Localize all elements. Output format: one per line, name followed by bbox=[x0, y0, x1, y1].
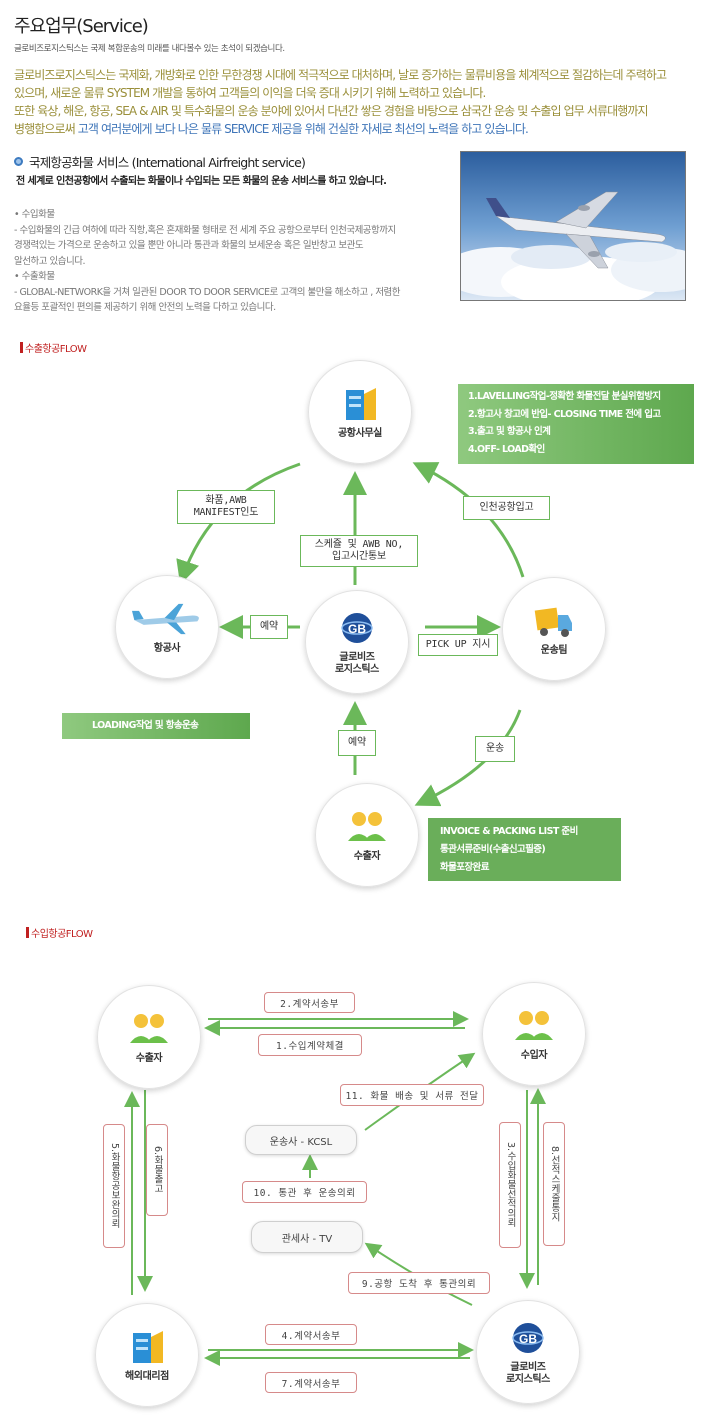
intro-line: 또한 육상, 해운, 항공, SEA & AIR 및 특수화물의 운송 분야에 … bbox=[14, 104, 649, 118]
step-3-tag: 3.수입화물선적의뢰 bbox=[499, 1122, 521, 1248]
intro-highlight: 고객 여러분에게 보다 나은 물류 SERVICE 제공을 위해 건실한 자세로… bbox=[77, 122, 529, 136]
airline-node: 항공사 bbox=[115, 575, 219, 679]
people-icon bbox=[515, 1011, 553, 1040]
customs-pill: 관세사 - TV bbox=[251, 1221, 363, 1253]
overseas-agent-node: 해외대리점 bbox=[95, 1303, 199, 1407]
page-subtitle: 글로비즈로지스틱스는 국제 복합운송의 미래를 내다볼수 있는 초석이 되겠습니… bbox=[14, 44, 285, 54]
export-flow-heading-text: 수출항공FLOW bbox=[25, 344, 87, 355]
svg-text:GB: GB bbox=[519, 1332, 537, 1346]
import-exporter-node: 수출자 bbox=[97, 985, 201, 1089]
box-line: 2.항고사 창고에 반입- CLOSING TIME 전에 입고 bbox=[468, 408, 661, 420]
tag-line: MANIFEST인도 bbox=[193, 507, 259, 518]
intro-line: 글로비즈로지스틱스는 국제화, 개방화로 인한 무한경쟁 시대에 적극적으로 대… bbox=[14, 68, 667, 82]
node-label: 항공사 bbox=[153, 643, 181, 654]
box-line: 화물포장완료 bbox=[440, 862, 489, 873]
intro-text: 글로비즈로지스틱스는 국제화, 개방화로 인한 무한경쟁 시대에 적극적으로 대… bbox=[14, 66, 690, 138]
detail-line: • 수입화물 bbox=[14, 209, 55, 220]
carrier-pill: 운송사 - KCSL bbox=[245, 1125, 357, 1155]
step-1-tag: 1.수입계약체결 bbox=[258, 1034, 362, 1056]
detail-line: 알선하고 있습니다. bbox=[14, 255, 85, 267]
building-icon bbox=[133, 1331, 163, 1363]
service-description: 전 세계로 인천공항에서 수출되는 화물이나 수입되는 모든 화물의 운송 서비… bbox=[16, 176, 387, 187]
box-line: 통관서류준비(수출신고필증) bbox=[440, 844, 546, 855]
heading-bar bbox=[20, 342, 23, 353]
node-label: 운송팀 bbox=[540, 645, 568, 656]
airport-office-node: 공항사무실 bbox=[308, 360, 412, 464]
step-7-tag: 7.계약서송부 bbox=[265, 1372, 357, 1393]
export-flow-heading: 수출항공FLOW bbox=[20, 340, 87, 355]
importer-node: 수입자 bbox=[482, 982, 586, 1086]
loading-box: LOADING작업 및 항송운송 bbox=[62, 713, 250, 739]
airport-tasks-box: 1.LAVELLING작업-정확한 화물전달 분실위험방지 2.항고사 창고에 … bbox=[458, 384, 694, 464]
airplane-icon bbox=[132, 603, 199, 635]
node-label: 해외대리점 bbox=[124, 1371, 169, 1382]
node-label-line: 글로비즈 bbox=[510, 1362, 546, 1373]
node-label: 수출자 bbox=[353, 851, 381, 862]
transport-tag: 운송 bbox=[475, 736, 515, 762]
step-9-tag: 9.공항 도착 후 통관의뢰 bbox=[348, 1272, 490, 1294]
tag-line: 화품,AWB bbox=[205, 495, 247, 506]
service-details: • 수입화물 - 수입화물의 긴급 여하에 따라 직항,혹은 혼재화물 형태로 … bbox=[14, 207, 454, 316]
exporter-tasks-box: INVOICE & PACKING LIST 준비 통관서류준비(수출신고필증)… bbox=[428, 818, 621, 881]
intro-line: 병행함으로써 고객 여러분에게 보다 나은 물류 SERVICE 제공을 위해 … bbox=[14, 120, 690, 138]
tag-line: 입고시간통보 bbox=[331, 551, 386, 562]
step-11-tag: 11. 화물 배송 및 서류 전달 bbox=[340, 1084, 484, 1106]
step-4-tag: 4.계약서송부 bbox=[265, 1324, 357, 1345]
people-icon bbox=[348, 812, 386, 841]
globiz-logo-icon: GB bbox=[512, 1323, 544, 1353]
people-icon bbox=[130, 1014, 168, 1043]
import-flow-heading-text: 수입항공FLOW bbox=[31, 929, 93, 940]
import-flow-heading: 수입항공FLOW bbox=[26, 925, 93, 940]
detail-line: • 수출화물 bbox=[14, 271, 55, 282]
step-10-tag: 10. 통관 후 운송의뢰 bbox=[242, 1181, 367, 1203]
node-label-line: 로지스틱스 bbox=[505, 1374, 550, 1385]
globiz-logo-icon: GB bbox=[341, 613, 373, 643]
step-5-tag: 5.화물항공보완의뢰 bbox=[103, 1124, 125, 1248]
reserve-bottom-tag: 예약 bbox=[338, 730, 376, 756]
node-label-line: 로지스틱스 bbox=[334, 664, 379, 675]
detail-line: - GLOBAL-NETWORK을 거쳐 일관된 DOOR TO DOOR SE… bbox=[14, 286, 401, 298]
detail-line: 요율등 포괄적인 편의를 제공하기 위해 안전의 노력을 다하고 있습니다. bbox=[14, 302, 276, 313]
node-label: 공항사무실 bbox=[337, 428, 382, 439]
detail-line: 경쟁력있는 가격으로 운송하고 있을 뿐만 아니라 통관과 화물의 보세운송 혹… bbox=[14, 240, 364, 251]
airplane-image bbox=[461, 152, 685, 300]
intro-line-part: 병행함으로써 bbox=[14, 122, 78, 136]
schedule-tag: 스케쥴 및 AWB NO,입고시간통보 bbox=[300, 535, 418, 567]
truck-icon bbox=[534, 607, 572, 637]
box-line: 1.LAVELLING작업-정확한 화물전달 분실위험방지 bbox=[468, 391, 661, 402]
building-icon bbox=[346, 388, 376, 420]
node-label: 수출자 bbox=[135, 1053, 163, 1064]
box-line: 4.OFF- LOAD확인 bbox=[468, 443, 545, 455]
step-6-tag: 6.화물출고 bbox=[146, 1124, 168, 1216]
pickup-tag: PICK UP 지시 bbox=[418, 634, 498, 656]
service-heading-text: 국제항공화물 서비스 (International Airfreight ser… bbox=[29, 155, 306, 170]
step-2-tag: 2.계약서송부 bbox=[264, 992, 355, 1013]
box-line: 3.출고 및 항공사 인계 bbox=[468, 426, 551, 437]
exporter-node: 수출자 bbox=[315, 783, 419, 887]
page-title: 주요업무(Service) bbox=[14, 16, 149, 37]
box-line: INVOICE & PACKING LIST 준비 bbox=[440, 826, 578, 837]
intro-line: 있으며, 새로운 물류 SYSTEM 개발을 통하여 고객들의 이익을 더욱 증… bbox=[14, 86, 486, 100]
step-8-tag: 8.선적스케줄통지 bbox=[543, 1122, 565, 1246]
bullet-icon bbox=[14, 157, 23, 166]
transport-node: 운송팀 bbox=[502, 577, 606, 681]
airplane-photo bbox=[460, 151, 686, 301]
reserve-left-tag: 예약 bbox=[250, 615, 288, 639]
node-label: 수입자 bbox=[520, 1050, 548, 1061]
detail-line: - 수입화물의 긴급 여하에 따라 직항,혹은 혼재화물 형태로 전 세계 주요… bbox=[14, 224, 396, 236]
node-label-line: 글로비즈 bbox=[339, 652, 375, 663]
svg-text:GB: GB bbox=[348, 622, 366, 636]
service-heading: 국제항공화물 서비스 (International Airfreight ser… bbox=[14, 152, 306, 171]
tag-line: 스케쥴 및 AWB NO, bbox=[314, 539, 404, 550]
heading-bar bbox=[26, 927, 29, 938]
incheon-tag: 인천공항입고 bbox=[463, 496, 550, 520]
